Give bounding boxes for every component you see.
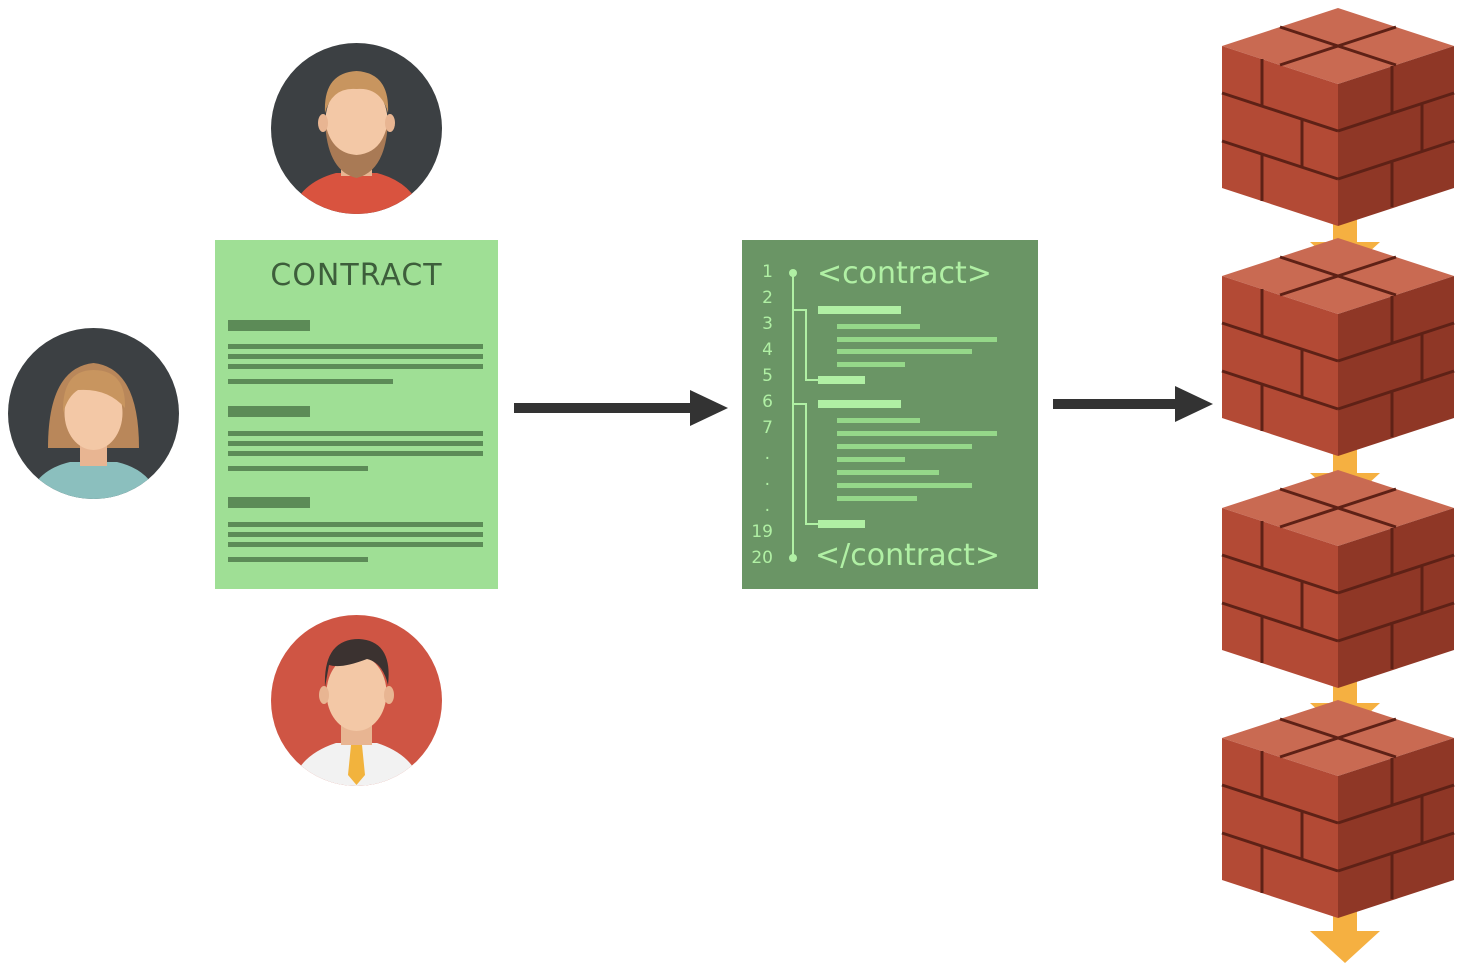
- code-open-tag: <contract>: [817, 256, 992, 291]
- line-number: 3: [762, 314, 773, 334]
- arrow-right-icon: [514, 390, 728, 426]
- contract-text-lines: [228, 320, 483, 562]
- businessman-avatar-icon: [271, 615, 442, 786]
- woman-avatar-icon: [8, 328, 179, 499]
- paper-contract-document: CONTRACT: [215, 240, 498, 589]
- line-number: 2: [762, 288, 773, 308]
- line-number: .: [764, 444, 770, 464]
- line-number: 6: [762, 392, 773, 412]
- line-number: 5: [762, 366, 773, 386]
- brick-block-icon: [1221, 8, 1455, 226]
- bearded-man-avatar-icon: [271, 43, 442, 214]
- brick-block-icon: [1221, 238, 1455, 456]
- code-structure-lines: [789, 269, 997, 562]
- line-number: 7: [762, 418, 773, 438]
- line-number: 20: [751, 548, 773, 568]
- line-number: .: [764, 470, 770, 490]
- line-number: 1: [762, 262, 773, 282]
- line-number: 4: [762, 340, 773, 360]
- arrow-right-icon: [1053, 386, 1213, 422]
- brick-block-icon: [1221, 470, 1455, 688]
- line-number: 19: [751, 522, 773, 542]
- contract-title: CONTRACT: [270, 258, 443, 293]
- line-number: .: [764, 496, 770, 516]
- code-close-tag: </contract>: [815, 538, 1000, 573]
- smart-contract-code: <contract> </contract> 1 2 3 4 5 6 7 . .…: [742, 240, 1038, 589]
- brick-block-icon: [1221, 700, 1455, 918]
